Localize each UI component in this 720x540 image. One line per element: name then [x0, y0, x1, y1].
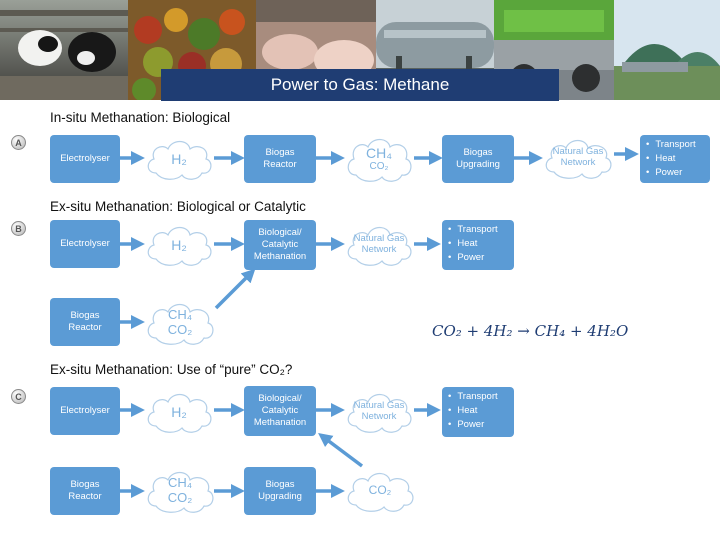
b-use-power: Power: [448, 251, 510, 265]
a-biogas-cloud: CH₄ CO₂: [344, 133, 414, 185]
b-methanation-label-1: Biological/: [258, 227, 302, 239]
c-co2-label: CO₂: [368, 483, 392, 498]
cloud-shape-icon: [147, 140, 212, 180]
c-upgrading-label-1: Biogas: [265, 479, 295, 491]
cloud-shape-icon: [147, 471, 214, 513]
a-reactor-box: Biogas Reactor: [244, 135, 316, 183]
c-network-cloud: Natural Gas Network: [344, 388, 414, 436]
b-ch4-label: CH₄: [167, 307, 193, 323]
c-reactor-label-1: Biogas: [70, 479, 100, 491]
a-reactor-label-1: Biogas: [265, 147, 295, 159]
b-h2-label: H₂: [171, 236, 187, 253]
a-ch4-label: CH₄: [366, 145, 392, 162]
section-c-title: Ex-situ Methanation: Use of “pure” CO₂?: [50, 362, 293, 377]
b-methanation-label-2: Catalytic: [261, 239, 299, 251]
b-methanation-label-3: Methanation: [253, 250, 307, 262]
dairy-cows-photo: [0, 0, 128, 100]
section-a-title: In-situ Methanation: Biological: [50, 110, 231, 125]
c-upgrading-box: Biogas Upgrading: [244, 467, 316, 515]
b-reactor-label-1: Biogas: [70, 310, 100, 322]
c-use-power: Power: [448, 418, 510, 432]
c-use-heat: Heat: [448, 404, 510, 418]
arrow-c-co2-methanation: [318, 433, 364, 468]
c-ch4-label: CH₄: [167, 475, 193, 491]
b-uses-box: Transport Heat Power: [442, 220, 514, 270]
cloud-shape-icon: [347, 138, 412, 182]
methanation-equation: CO₂ + 4H₂ → CH₄ + 4H₂O: [432, 322, 629, 340]
b-h2-cloud: H₂: [144, 221, 214, 269]
a-use-heat: Heat: [646, 152, 706, 166]
c-reactor-label-2: Reactor: [68, 491, 102, 502]
c-methanation-label-2: Catalytic: [261, 405, 299, 417]
c-upgrading-label-2: Upgrading: [258, 491, 302, 502]
c-h2-label: H₂: [171, 403, 187, 420]
c-network-label-2: Network: [361, 411, 397, 422]
b-network-cloud: Natural Gas Network: [344, 221, 414, 269]
cloud-shape-icon: [347, 393, 412, 433]
b-methanation-box: Biological/ Catalytic Methanation: [244, 220, 316, 270]
cloud-shape-icon: [147, 226, 212, 266]
digester-dome-photo: [614, 0, 720, 100]
b-use-heat: Heat: [448, 237, 510, 251]
a-network-cloud: Natural Gas Network: [542, 134, 614, 182]
a-upgrading-box: Biogas Upgrading: [442, 135, 514, 183]
section-b-marker: B: [11, 221, 26, 236]
a-h2-label: H₂: [171, 150, 187, 167]
b-reactor-box: Biogas Reactor: [50, 298, 120, 346]
c-biogas-cloud: CH₄ CO₂: [144, 466, 216, 516]
b-reactor-label-2: Reactor: [68, 322, 102, 333]
section-b-title: Ex-situ Methanation: Biological or Catal…: [50, 199, 306, 214]
c-h2-cloud: H₂: [144, 388, 214, 436]
cloud-shape-icon: [147, 393, 212, 433]
b-co2-label: CO₂: [167, 322, 193, 337]
b-biogas-cloud: CH₄ CO₂: [144, 298, 216, 348]
c-electrolyser-label: Electrolyser: [60, 405, 110, 417]
b-electrolyser-label: Electrolyser: [60, 238, 110, 250]
cloud-shape-icon: [147, 303, 214, 345]
a-use-power: Power: [646, 166, 706, 180]
b-network-label-2: Network: [361, 244, 397, 255]
a-co2-label: CO₂: [369, 161, 389, 173]
cloud-shape-icon: [347, 472, 414, 512]
a-network-label-2: Network: [560, 157, 596, 168]
c-methanation-box: Biological/ Catalytic Methanation: [244, 386, 316, 436]
c-co2-small-label: CO₂: [167, 490, 193, 505]
c-electrolyser-box: Electrolyser: [50, 387, 120, 435]
c-reactor-box: Biogas Reactor: [50, 467, 120, 515]
cloud-shape-icon: [347, 226, 412, 266]
c-network-label-1: Natural Gas: [353, 400, 405, 412]
b-use-transport: Transport: [448, 223, 510, 237]
c-methanation-label-3: Methanation: [253, 416, 307, 428]
a-uses-box: Transport Heat Power: [640, 135, 710, 183]
a-upgrading-label-1: Biogas: [463, 147, 493, 159]
a-electrolyser-label: Electrolyser: [60, 153, 110, 165]
arrow-b-gas-methanation: [214, 268, 256, 310]
slide-title: Power to Gas: Methane: [161, 69, 559, 101]
c-co2-cloud: CO₂: [344, 467, 416, 515]
a-reactor-label-2: Reactor: [263, 159, 297, 170]
a-h2-cloud: H₂: [144, 135, 214, 183]
c-uses-box: Transport Heat Power: [442, 387, 514, 437]
section-a-marker: A: [11, 135, 26, 150]
b-electrolyser-box: Electrolyser: [50, 220, 120, 268]
b-network-label-1: Natural Gas: [353, 233, 405, 245]
section-c-marker: C: [11, 389, 26, 404]
a-electrolyser-box: Electrolyser: [50, 135, 120, 183]
a-upgrading-label-2: Upgrading: [456, 159, 500, 170]
c-methanation-label-1: Biological/: [258, 393, 302, 405]
a-use-transport: Transport: [646, 138, 706, 152]
c-use-transport: Transport: [448, 390, 510, 404]
cloud-shape-icon: [545, 139, 612, 179]
a-network-label-1: Natural Gas: [552, 146, 604, 158]
